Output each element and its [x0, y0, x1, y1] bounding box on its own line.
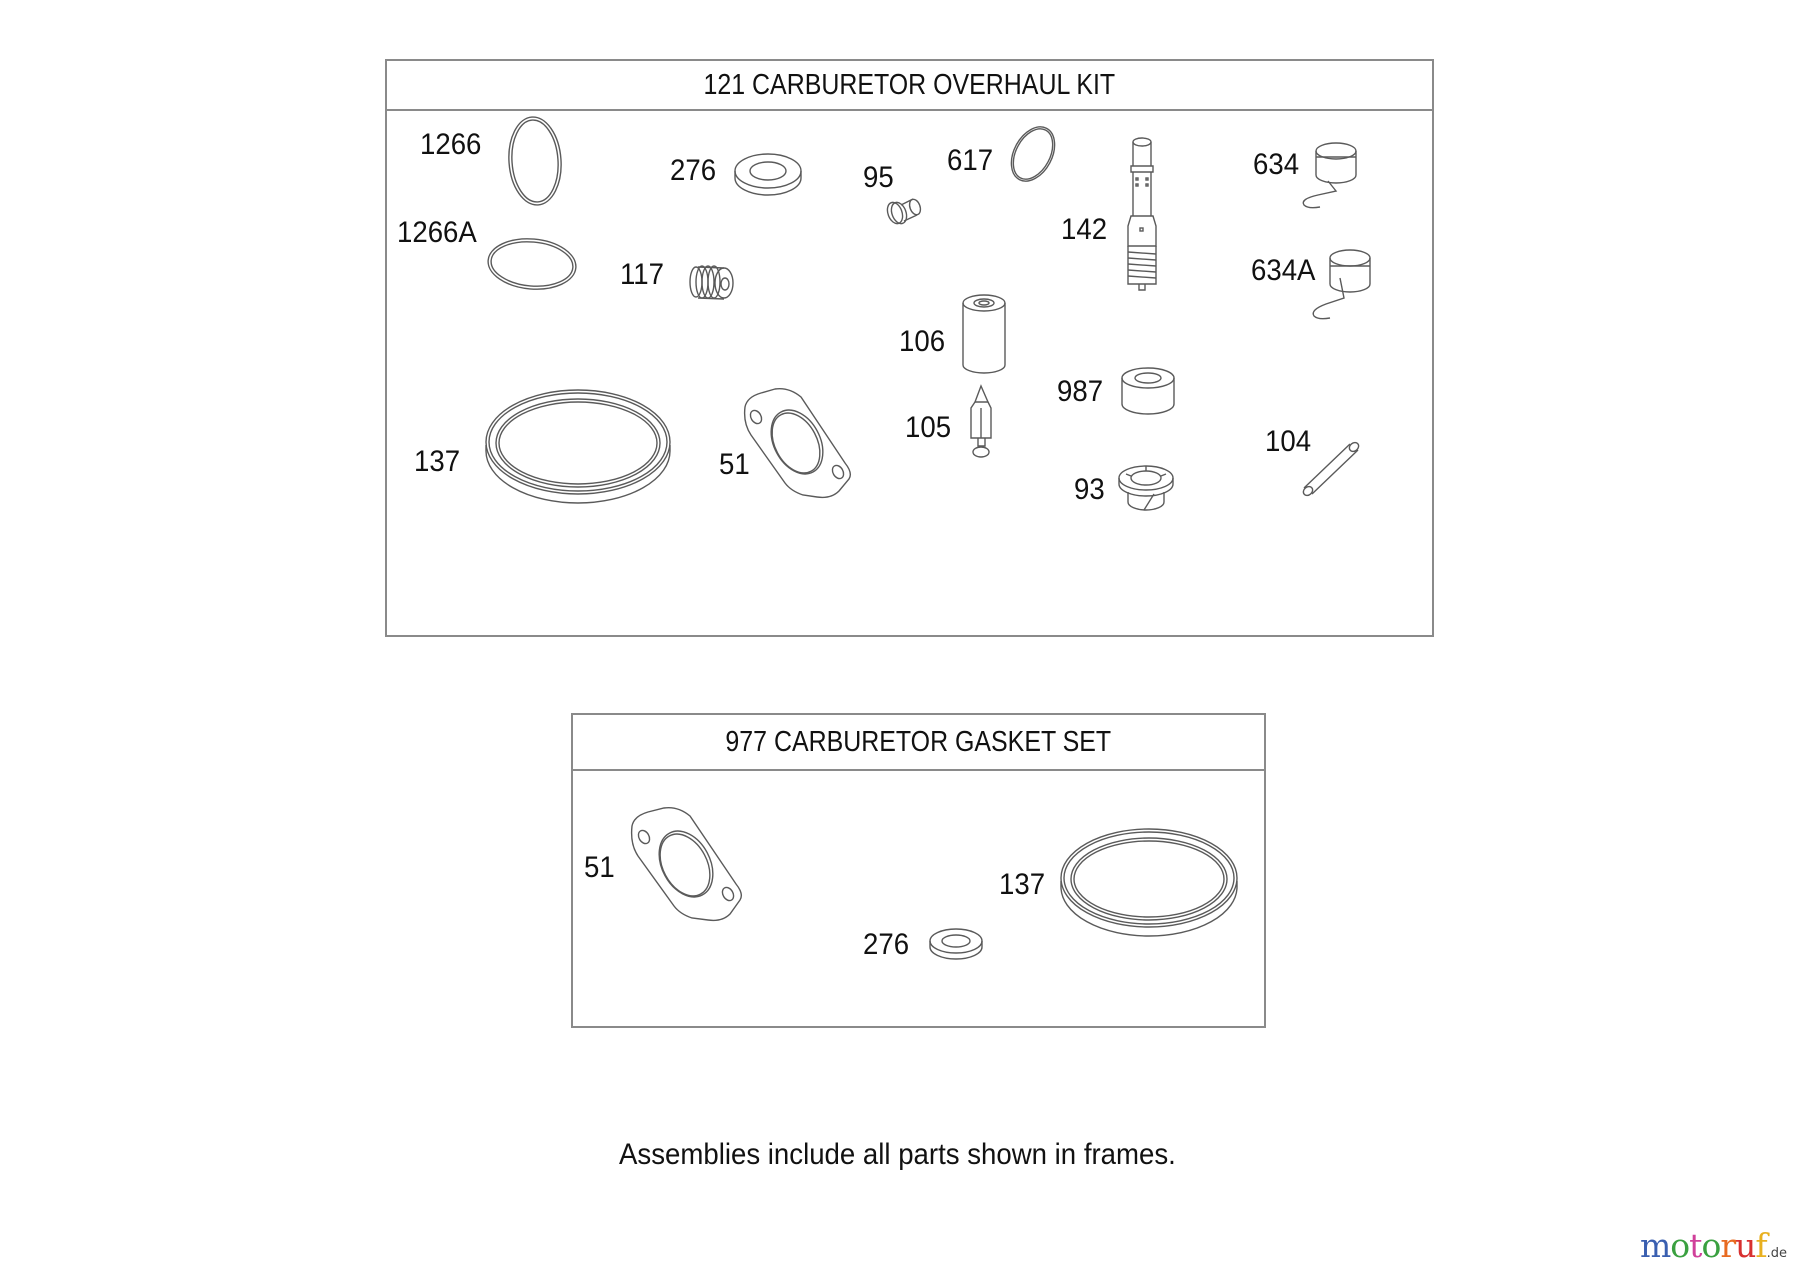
overhaul-kit-frame: 121 CARBURETOR OVERHAUL KIT: [385, 59, 1434, 637]
jet-117-icon[interactable]: [688, 262, 740, 306]
gasket-set-bowl-gasket-137-icon[interactable]: [1058, 826, 1242, 938]
logo-letter: u: [1735, 1226, 1756, 1265]
spring-634a-icon[interactable]: [1308, 248, 1378, 322]
gasket-set-frame: 977 CARBURETOR GASKET SET: [571, 713, 1266, 1028]
screw-95-icon[interactable]: [885, 193, 925, 229]
part-label-634a[interactable]: 634A: [1251, 254, 1316, 287]
part-label-93[interactable]: 93: [1074, 473, 1105, 506]
part-label-105[interactable]: 105: [905, 411, 952, 444]
overhaul-kit-header: 121 CARBURETOR OVERHAUL KIT: [387, 61, 1432, 111]
motoruf-logo[interactable]: motoruf.de: [1640, 1226, 1787, 1265]
bushing-93-icon[interactable]: [1116, 462, 1178, 516]
part-label-117[interactable]: 117: [620, 258, 665, 291]
bowl-gasket-137-icon[interactable]: [483, 387, 675, 507]
gasket-set-flange-gasket-51-icon[interactable]: [628, 806, 748, 928]
gasket-set-washer-276-icon[interactable]: [928, 926, 988, 966]
o-ring-1266a-icon[interactable]: [486, 236, 580, 294]
logo-letter: o: [1670, 1226, 1690, 1265]
flange-gasket-51-icon[interactable]: [741, 387, 857, 505]
o-ring-617-icon[interactable]: [1008, 123, 1058, 185]
logo-letter: t: [1689, 1226, 1702, 1265]
o-ring-1266-icon[interactable]: [506, 114, 566, 208]
part-label-1266a[interactable]: 1266A: [397, 216, 477, 249]
part-label-276[interactable]: 276: [670, 154, 717, 187]
part-label-987[interactable]: 987: [1057, 375, 1104, 408]
part-label-1266[interactable]: 1266: [420, 128, 482, 161]
assemblies-footnote: Assemblies include all parts shown in fr…: [619, 1138, 1176, 1171]
gasket-set-header: 977 CARBURETOR GASKET SET: [573, 715, 1264, 771]
seat-987-icon[interactable]: [1120, 366, 1178, 420]
part-label-106[interactable]: 106: [899, 325, 946, 358]
washer-276-icon[interactable]: [733, 151, 805, 201]
overhaul-kit-title: 121 CARBURETOR OVERHAUL KIT: [703, 68, 1116, 101]
float-106-icon[interactable]: [961, 293, 1009, 379]
gasket-set-label-137[interactable]: 137: [999, 868, 1046, 901]
gasket-set-title: 977 CARBURETOR GASKET SET: [725, 725, 1112, 758]
logo-letter: f: [1755, 1226, 1767, 1265]
part-label-95[interactable]: 95: [863, 161, 894, 194]
nozzle-142-icon[interactable]: [1122, 136, 1162, 294]
logo-letter: o: [1701, 1226, 1721, 1265]
part-label-634[interactable]: 634: [1253, 148, 1300, 181]
pin-104-icon[interactable]: [1302, 440, 1362, 497]
part-label-617[interactable]: 617: [947, 144, 994, 177]
logo-letter: r: [1720, 1226, 1736, 1265]
gasket-set-label-51[interactable]: 51: [584, 851, 615, 884]
gasket-set-label-276[interactable]: 276: [863, 928, 910, 961]
needle-valve-105-icon[interactable]: [966, 384, 998, 464]
spring-634-icon[interactable]: [1298, 141, 1366, 213]
part-label-51[interactable]: 51: [719, 448, 750, 481]
logo-letter: m: [1640, 1226, 1671, 1265]
part-label-104[interactable]: 104: [1265, 425, 1312, 458]
part-label-142[interactable]: 142: [1061, 213, 1108, 246]
logo-tld: .de: [1766, 1246, 1787, 1261]
part-label-137[interactable]: 137: [414, 445, 461, 478]
